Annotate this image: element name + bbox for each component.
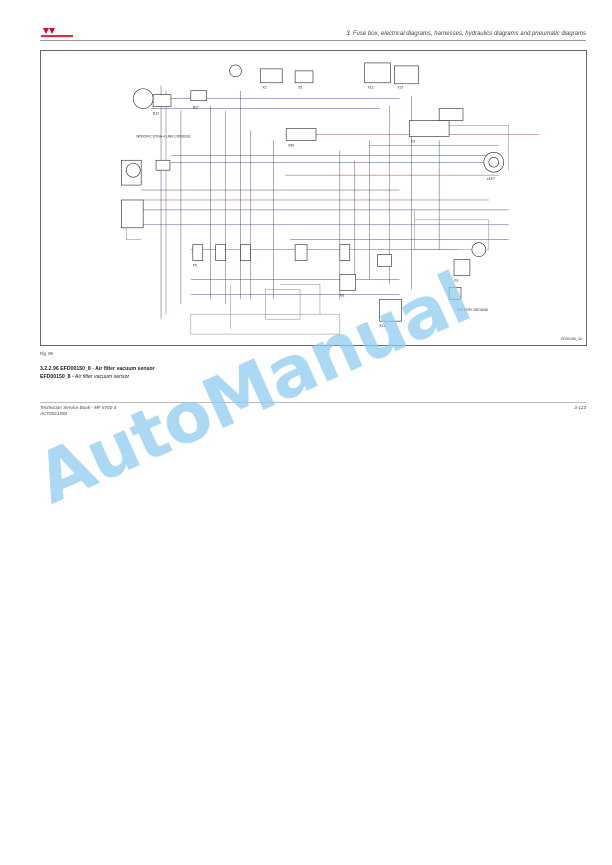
section-code: EFD00150_8 — [40, 374, 71, 380]
section-subtitle: EFD00150_8 - Air filter vacuum sensor — [40, 374, 129, 380]
footer-book-info: Technician Service Book - MF 6700 S ACT0… — [40, 405, 117, 417]
section-heading: 3.2.2.96 EFD00150_8 - Air filter vacuum … — [40, 366, 155, 372]
diagram-id: ED00150_16 — [561, 337, 582, 341]
drive-line-label: SPECIFIC DYNA-4 LINK CONSOLE — [136, 134, 191, 138]
footer-book-title: Technician Service Book - MF 6700 S — [40, 405, 117, 410]
wiring-diagram-drawing: SPECIFIC DYNA-4 LINK CONSOLE LEFT BATTER… — [121, 62, 539, 335]
connector-code: F3 — [411, 139, 415, 143]
section-subtitle-text: - Air filter vacuum sensor — [70, 374, 130, 380]
connector-code: K12 — [380, 324, 386, 328]
brand-logo — [40, 26, 74, 38]
connector-code: X12 — [368, 86, 374, 90]
header-title: 3. Fuse box, electrical diagrams, harnes… — [346, 31, 586, 37]
connector-code: X27 — [397, 86, 403, 90]
brand-logo-icon — [41, 28, 73, 38]
left-label: LEFT — [487, 177, 495, 181]
connector-code: F5 — [193, 264, 197, 268]
connector-code: G1 — [454, 278, 459, 282]
wiring-diagram: SPECIFIC DYNA-4 LINK CONSOLE LEFT BATTER… — [40, 50, 587, 346]
footer-divider — [40, 402, 586, 403]
connector-code: X2 — [262, 86, 266, 90]
battery-label: BATTERY GROUND — [457, 308, 489, 312]
connector-code: B12 — [153, 112, 159, 116]
footer-book-code: ACT0021550 — [40, 411, 68, 416]
connector-code: B17 — [193, 106, 199, 110]
figure-label: Fig. 96 — [40, 351, 53, 356]
connector-code: X5 — [298, 86, 302, 90]
header-divider — [40, 40, 586, 41]
connector-code: X60 — [288, 143, 294, 147]
page-number: 3-123 — [574, 405, 586, 410]
connector-code: M1 — [340, 293, 345, 297]
